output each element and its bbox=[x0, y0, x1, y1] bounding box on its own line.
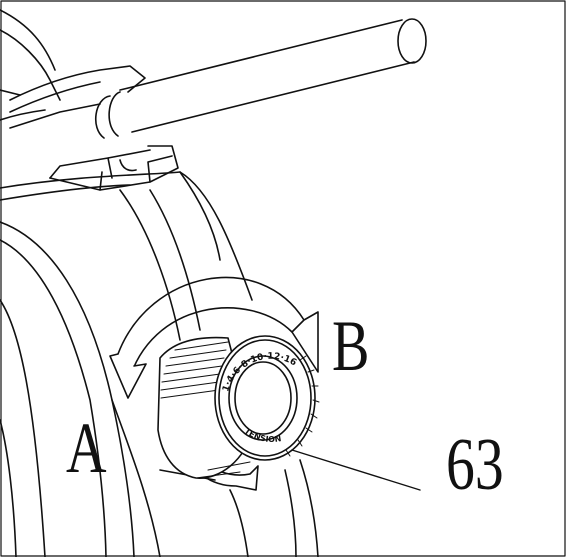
direction-label-a: A bbox=[66, 408, 107, 488]
bracket-clamp bbox=[9, 65, 179, 191]
knob-grip-ridges bbox=[160, 341, 251, 479]
part-number-label: 63 bbox=[446, 424, 504, 506]
rotation-arrows bbox=[109, 276, 319, 491]
upper-housing bbox=[0, 9, 61, 121]
handlebar-tube bbox=[94, 18, 427, 139]
direction-label-b: B bbox=[332, 306, 370, 386]
leader-line-63 bbox=[291, 449, 421, 491]
knob-inner-cap bbox=[228, 355, 298, 441]
tension-knob[interactable] bbox=[157, 335, 320, 479]
housing-body bbox=[0, 171, 319, 557]
